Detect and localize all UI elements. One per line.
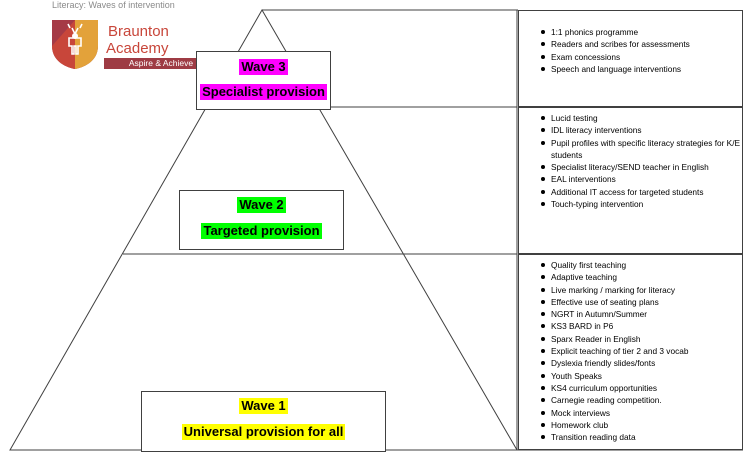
wave-2-box: Wave 2 Targeted provision: [179, 190, 344, 250]
list-item: EAL interventions: [541, 173, 742, 185]
wave-3-title: Wave 3: [239, 59, 288, 75]
list-item: Youth Speaks: [541, 370, 742, 382]
list-item: Exam concessions: [541, 51, 742, 63]
wave-2-subtitle: Targeted provision: [201, 223, 322, 239]
wave-3-box: Wave 3 Specialist provision: [196, 51, 331, 110]
list-item: Adaptive teaching: [541, 271, 742, 283]
shield-crest-icon: [52, 20, 98, 69]
list-item: Specialist literacy/SEND teacher in Engl…: [541, 161, 742, 173]
wave-2-title: Wave 2: [237, 197, 286, 213]
list-item: Explicit teaching of tier 2 and 3 vocab: [541, 345, 742, 357]
list-item: Carnegie reading competition.: [541, 394, 742, 406]
list-item: Sparx Reader in English: [541, 333, 742, 345]
list-item: Speech and language interventions: [541, 63, 742, 75]
braunton-academy-logo: Braunton Academy Aspire & Achieve: [50, 18, 218, 72]
list-item: Dyslexia friendly slides/fonts: [541, 357, 742, 369]
list-item: Live marking / marking for literacy: [541, 284, 742, 296]
logo-name-line1: Braunton: [108, 23, 169, 40]
list-item: IDL literacy interventions: [541, 124, 742, 136]
list-item: Readers and scribes for assessments: [541, 38, 742, 50]
wave-1-subtitle: Universal provision for all: [181, 424, 346, 440]
list-item: Lucid testing: [541, 112, 742, 124]
list-item: 1:1 phonics programme: [541, 26, 742, 38]
wave-2-interventions-list: Lucid testing IDL literacy interventions…: [518, 107, 743, 254]
list-item: Touch-typing intervention: [541, 198, 742, 210]
list-item: Transition reading data: [541, 431, 742, 443]
wave-3-interventions-list: 1:1 phonics programme Readers and scribe…: [518, 10, 743, 107]
logo-name-line2: Academy: [106, 40, 169, 57]
wave-1-box: Wave 1 Universal provision for all: [141, 391, 386, 452]
list-item: KS4 curriculum opportunities: [541, 382, 742, 394]
list-item: KS3 BARD in P6: [541, 320, 742, 332]
wave-1-title: Wave 1: [239, 398, 288, 414]
list-item: NGRT in Autumn/Summer: [541, 308, 742, 320]
list-item: Quality first teaching: [541, 259, 742, 271]
list-item: Effective use of seating plans: [541, 296, 742, 308]
logo-motto: Aspire & Achieve: [104, 58, 218, 69]
list-item: Pupil profiles with specific literacy st…: [541, 137, 742, 162]
wave-1-interventions-list: Quality first teaching Adaptive teaching…: [518, 254, 743, 450]
list-item: Additional IT access for targeted studen…: [541, 186, 742, 198]
wave-3-subtitle: Specialist provision: [200, 84, 327, 100]
page-title: Literacy: Waves of intervention: [52, 0, 175, 10]
list-item: Homework club: [541, 419, 742, 431]
list-item: Mock interviews: [541, 407, 742, 419]
